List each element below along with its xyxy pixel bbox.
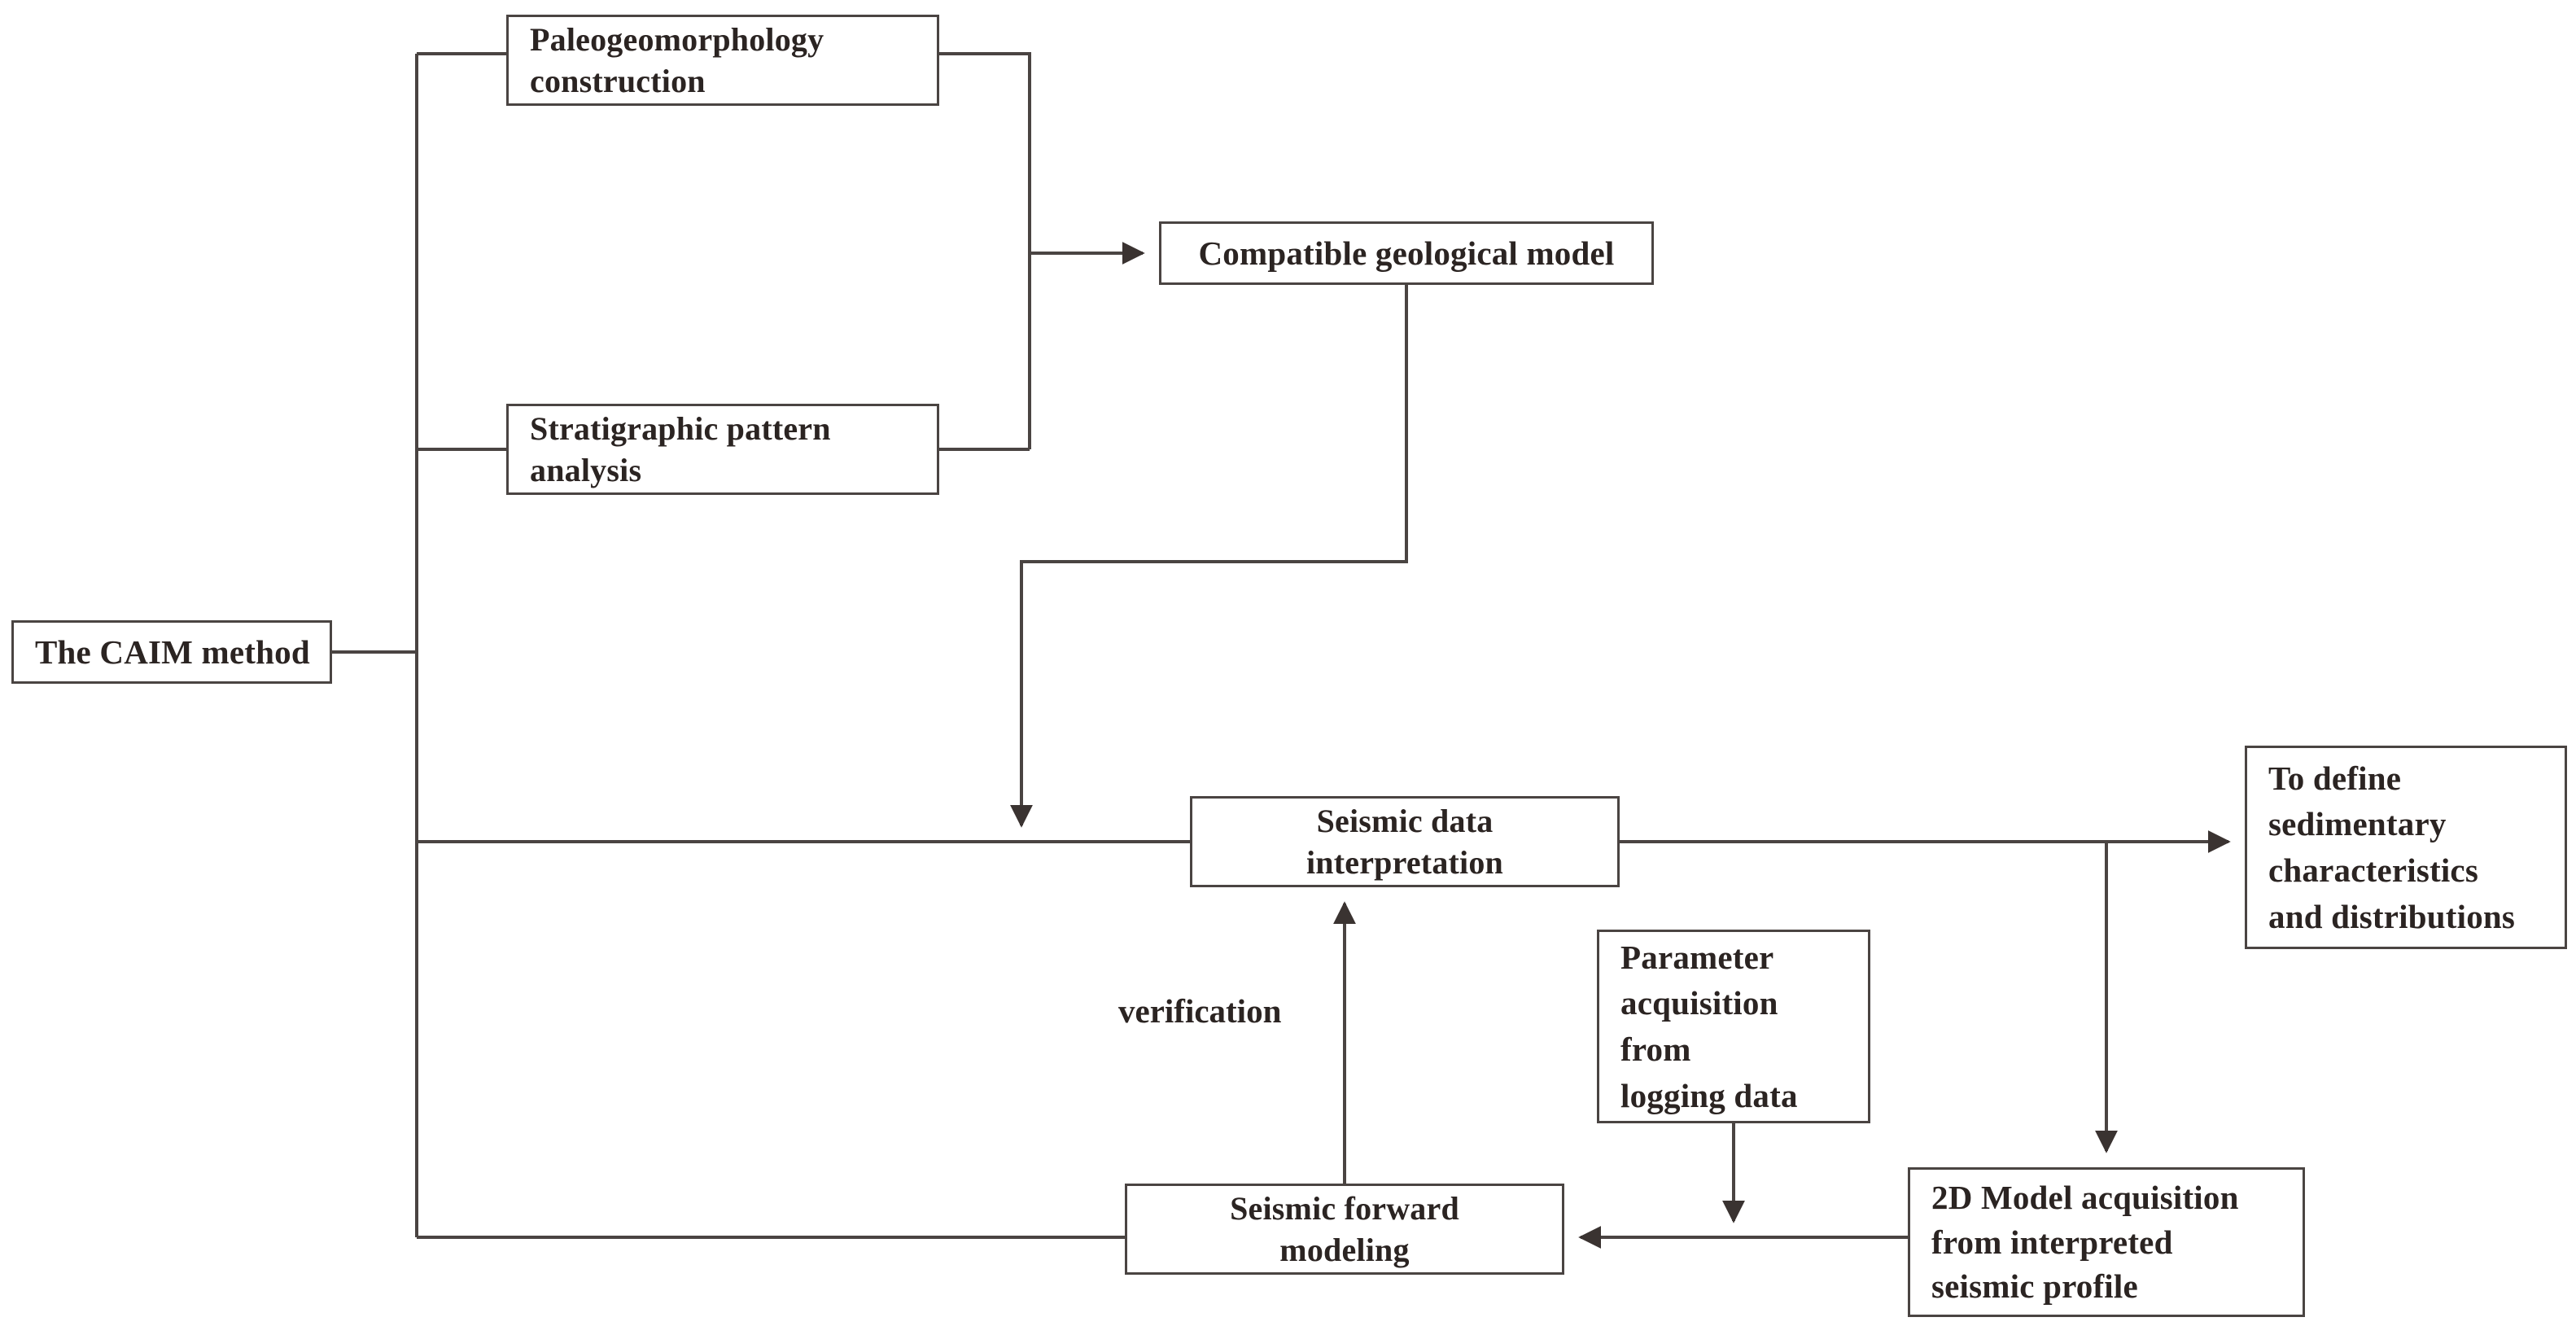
node-compatible-geological-model-label: Compatible geological model: [1198, 234, 1615, 272]
node-paleogeomorphology-construction-label: Paleogeomorphology construction: [530, 20, 824, 99]
edge-label-verification: verification: [1118, 992, 1282, 1030]
wire-compatible-model-to-seismic-interpretation: [1010, 285, 1408, 828]
node-define-sedimentary-characteristics[interactable]: To define sedimentary characteristics an…: [2245, 746, 2567, 949]
node-parameter-acquisition-logging-label: Parameter acquisition from logging data: [1620, 938, 1798, 1114]
node-seismic-forward-modeling-label: Seismic forward modeling: [1230, 1189, 1459, 1268]
node-2d-model-acquisition-label: 2D Model acquisition from interpreted se…: [1931, 1178, 2239, 1306]
node-stratigraphic-pattern-analysis-label: Stratigraphic pattern analysis: [530, 409, 831, 488]
node-2d-model-acquisition[interactable]: 2D Model acquisition from interpreted se…: [1908, 1167, 2305, 1317]
node-paleogeomorphology-construction[interactable]: Paleogeomorphology construction: [506, 15, 939, 106]
wire-paleogeomorphology-to-bus: [939, 52, 1031, 449]
node-seismic-data-interpretation[interactable]: Seismic data interpretation: [1190, 796, 1620, 887]
node-seismic-forward-modeling[interactable]: Seismic forward modeling: [1125, 1184, 1564, 1275]
node-stratigraphic-pattern-analysis[interactable]: Stratigraphic pattern analysis: [506, 404, 939, 495]
node-define-sedimentary-characteristics-label: To define sedimentary characteristics an…: [2268, 759, 2516, 935]
node-seismic-data-interpretation-label: Seismic data interpretation: [1305, 802, 1504, 881]
node-parameter-acquisition-logging[interactable]: Parameter acquisition from logging data: [1597, 930, 1870, 1123]
node-compatible-geological-model[interactable]: Compatible geological model: [1159, 221, 1654, 285]
node-caim-method-label: The CAIM method: [35, 632, 310, 671]
node-caim-method[interactable]: The CAIM method: [11, 620, 332, 684]
